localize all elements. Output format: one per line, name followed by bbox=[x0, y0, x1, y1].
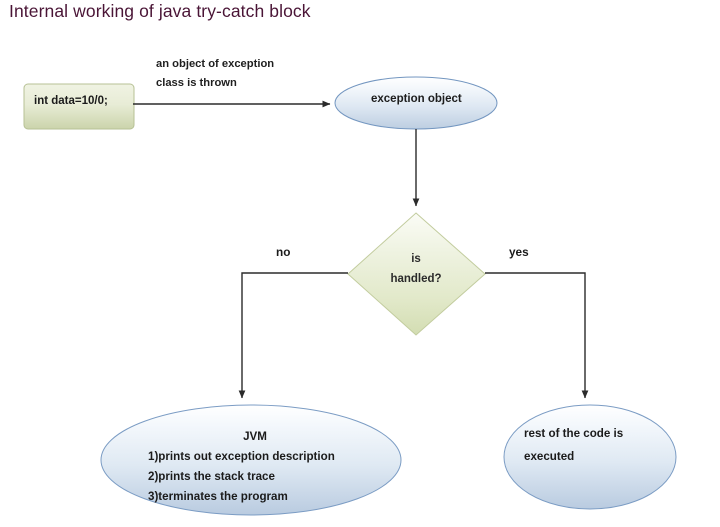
edge-label-yes: yes bbox=[509, 245, 529, 259]
edge-no-to-jvm bbox=[238, 272, 348, 399]
jvm-item-3: 3)terminates the program bbox=[148, 489, 288, 503]
jvm-item-1: 1)prints out exception description bbox=[148, 449, 335, 463]
edge-yes-to-rest bbox=[485, 272, 589, 399]
decision-label-line1: is bbox=[411, 253, 421, 265]
edge-label-throw-line1: an object of exception bbox=[156, 58, 275, 70]
code-box-label: int data=10/0; bbox=[34, 95, 108, 107]
decision-label: is handled? bbox=[386, 249, 446, 289]
node-rest-of-code bbox=[503, 404, 677, 510]
page-title: Internal working of java try-catch block bbox=[9, 1, 311, 21]
node-decision bbox=[347, 212, 486, 336]
rest-of-code-line1: rest of the code is bbox=[524, 427, 624, 440]
decision-label-line2: handled? bbox=[390, 273, 442, 286]
edge-label-throw-line2: class is thrown bbox=[156, 76, 237, 89]
node-jvm bbox=[100, 404, 402, 516]
edge-label-no: no bbox=[276, 245, 291, 259]
exception-object-label: exception object bbox=[371, 93, 462, 105]
node-code-box bbox=[23, 83, 135, 130]
rest-of-code-line2: executed bbox=[524, 449, 575, 463]
rest-of-code-label: rest of the code is executed bbox=[524, 423, 623, 468]
jvm-item-2: 2)prints the stack trace bbox=[148, 469, 275, 483]
edge-label-throw: an object of exception class is thrown bbox=[156, 55, 274, 93]
jvm-label: JVM 1)prints out exception description 2… bbox=[148, 427, 358, 507]
jvm-heading: JVM bbox=[243, 430, 267, 443]
